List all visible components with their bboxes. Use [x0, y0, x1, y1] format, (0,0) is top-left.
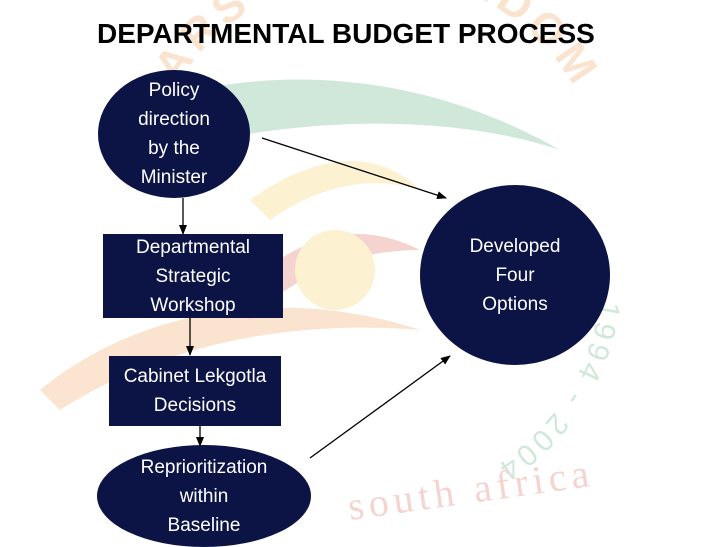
- node-policy-line: Policy: [148, 80, 200, 101]
- node-options-line: Four: [495, 264, 535, 286]
- watermark-sun: [295, 230, 375, 310]
- page-title: DEPARTMENTAL BUDGET PROCESS: [97, 18, 595, 49]
- node-cabinet-lekgotla: Cabinet Lekgotla Decisions: [109, 356, 281, 426]
- node-options-line: Options: [482, 293, 548, 315]
- node-reprioritization: Reprioritization within Baseline: [97, 445, 311, 547]
- node-reprioritization-line: within: [179, 485, 229, 507]
- node-departmental-workshop: Departmental Strategic Workshop: [103, 234, 283, 318]
- node-policy-line: by the: [148, 138, 200, 159]
- node-lekgotla-line: Cabinet Lekgotla: [123, 366, 267, 387]
- node-workshop-line: Strategic: [155, 265, 231, 287]
- node-workshop-line: Departmental: [135, 236, 251, 258]
- node-options-line: Developed: [469, 235, 561, 257]
- node-workshop-line: Workshop: [150, 294, 236, 316]
- node-reprioritization-line: Baseline: [167, 514, 241, 536]
- node-policy-direction: Policy direction by the Minister: [98, 70, 250, 198]
- node-developed-options: Developed Four Options: [420, 185, 610, 365]
- node-lekgotla-line: Decisions: [153, 395, 237, 416]
- arrow-policy-to-options: [261, 137, 447, 200]
- node-policy-line: direction: [138, 109, 210, 130]
- arrow-reprioritization-to-options: [309, 355, 451, 459]
- node-reprioritization-line: Reprioritization: [140, 456, 268, 478]
- node-policy-line: Minister: [140, 167, 208, 188]
